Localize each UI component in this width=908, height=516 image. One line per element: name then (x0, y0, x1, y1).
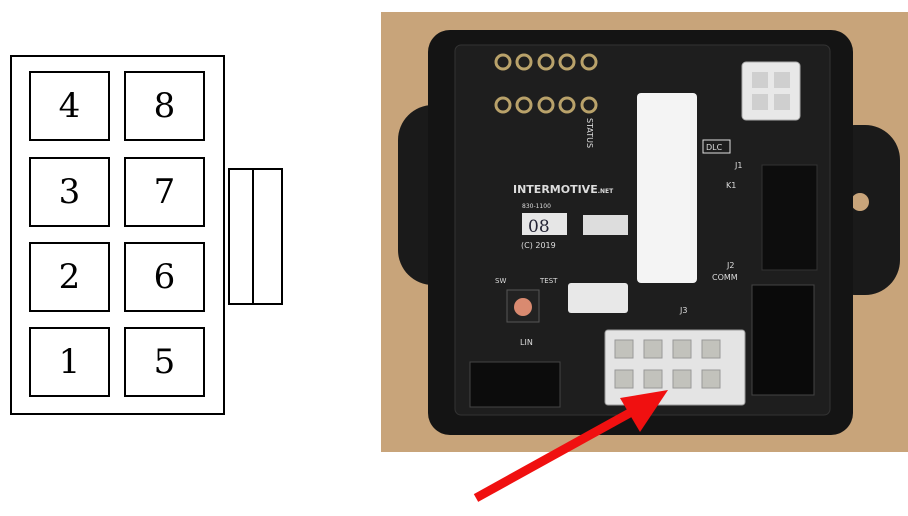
test-label: TEST (539, 277, 558, 285)
j2-label: J2 (726, 261, 734, 270)
connector-latch (228, 168, 283, 305)
pin-8: 8 (124, 71, 205, 141)
pin-6: 6 (124, 242, 205, 312)
sw-label: SW (495, 277, 506, 285)
j3-label: J3 (679, 306, 687, 315)
red-arrow (473, 390, 668, 502)
pin-4: 4 (29, 71, 110, 141)
brand-logo: INTERMOTIVE.NET (513, 183, 614, 196)
status-label: STATUS (585, 118, 594, 148)
copyright: (C) 2019 (521, 241, 556, 250)
white-label-sticker (637, 93, 697, 283)
pin-3: 3 (29, 157, 110, 227)
power-connector (741, 61, 801, 121)
pin-5: 5 (124, 327, 205, 397)
dlc-label: DLC (706, 143, 723, 152)
mounting-hole-right (851, 193, 869, 211)
part-number: 830-1100 (522, 203, 551, 210)
lin-label: LIN (520, 338, 533, 347)
j1-label: J1 (734, 161, 742, 170)
rj-jack (751, 284, 815, 396)
test-button (514, 298, 532, 316)
header-pins (494, 53, 598, 114)
handwritten-number: 08 (528, 217, 550, 237)
pin-7: 7 (124, 157, 205, 227)
connector-latch-divider (252, 168, 254, 305)
comm-label: COMM (712, 273, 738, 282)
relay (761, 164, 818, 271)
connector-diagram-outline (10, 55, 225, 415)
lin-connector (469, 361, 561, 408)
k1-label: K1 (726, 181, 736, 190)
pin-2: 2 (29, 242, 110, 312)
pin-1: 1 (29, 327, 110, 397)
